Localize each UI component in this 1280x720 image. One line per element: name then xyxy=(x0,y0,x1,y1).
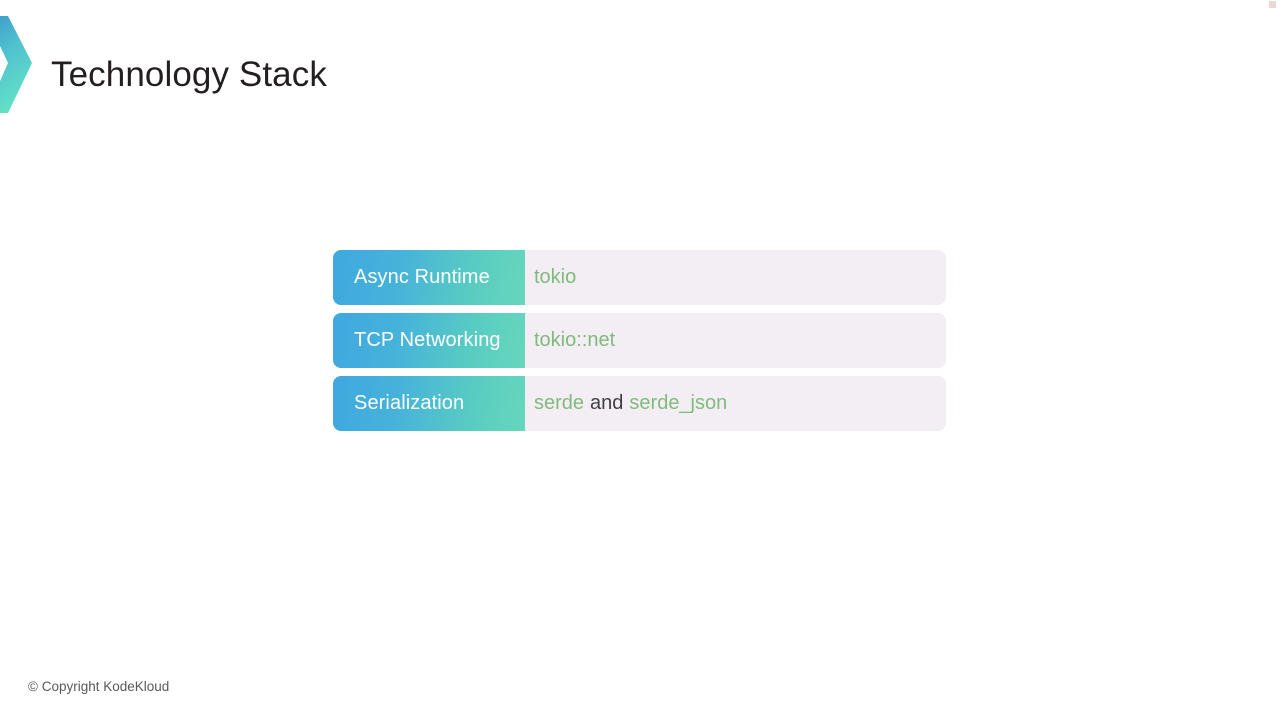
brand-chevron-logo xyxy=(0,14,34,116)
stack-row-label: Serialization xyxy=(333,376,525,431)
stack-row-label: Async Runtime xyxy=(333,250,525,305)
technology-stack-table: Async Runtime tokio TCP Networking tokio… xyxy=(333,250,946,431)
table-row: Serialization serde and serde_json xyxy=(333,376,946,431)
stack-row-value: serde and serde_json xyxy=(525,376,946,431)
stack-row-value-code: serde xyxy=(534,392,585,414)
stack-row-value-code: tokio::net xyxy=(534,329,616,351)
table-row: TCP Networking tokio::net xyxy=(333,313,946,368)
corner-mark-icon xyxy=(1269,1,1276,8)
stack-row-value-conjunction: and xyxy=(590,392,624,414)
table-row: Async Runtime tokio xyxy=(333,250,946,305)
stack-row-value: tokio::net xyxy=(525,313,946,368)
footer-copyright: © Copyright KodeKloud xyxy=(28,679,170,694)
stack-row-value-code: serde_json xyxy=(629,392,728,414)
stack-row-value: tokio xyxy=(525,250,946,305)
stack-row-label: TCP Networking xyxy=(333,313,525,368)
page-title: Technology Stack xyxy=(51,55,327,94)
stack-row-value-code: tokio xyxy=(534,266,577,288)
